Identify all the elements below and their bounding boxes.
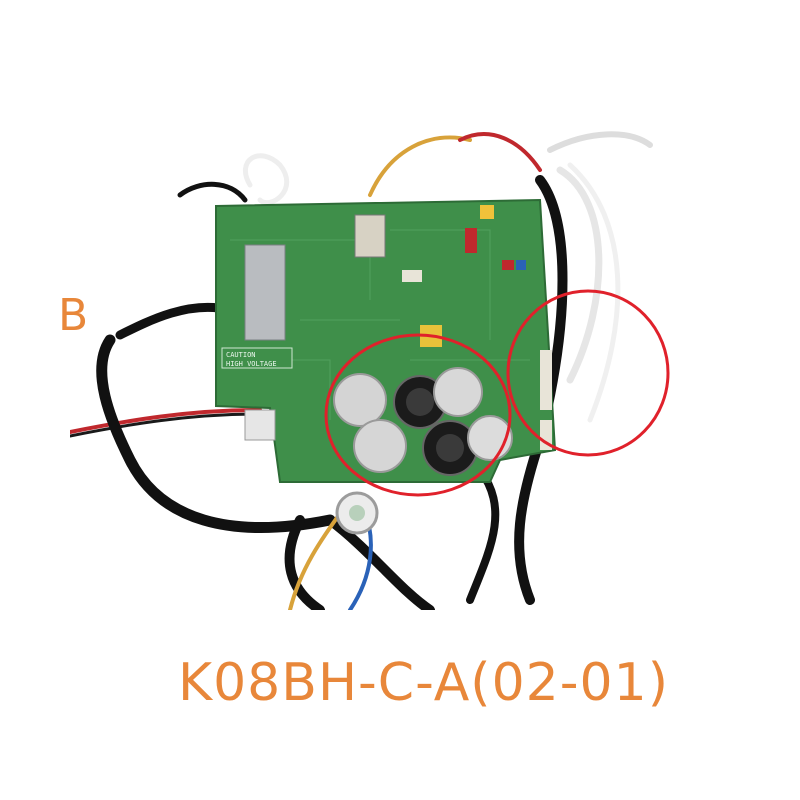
terminal-block (244, 409, 276, 441)
wire-bundle (70, 131, 653, 610)
capacitor-group (333, 367, 513, 476)
side-letter-label: B (58, 290, 89, 341)
caution-text: CAUTION (226, 351, 256, 359)
connector-highlight-circle (506, 289, 670, 457)
high-voltage-text: HIGH VOLTAGE (226, 360, 277, 368)
board-photo: CAUTION HIGH VOLTAGE (70, 120, 670, 610)
ferrite-ring (335, 491, 379, 535)
part-number-label: K08BH-C-A(02-01) (178, 653, 669, 713)
circuit-board-illustration: CAUTION HIGH VOLTAGE (70, 131, 670, 610)
heatsink-module (244, 244, 286, 341)
capacitor-highlight-circle (324, 333, 512, 497)
highlight-circles (324, 289, 670, 497)
